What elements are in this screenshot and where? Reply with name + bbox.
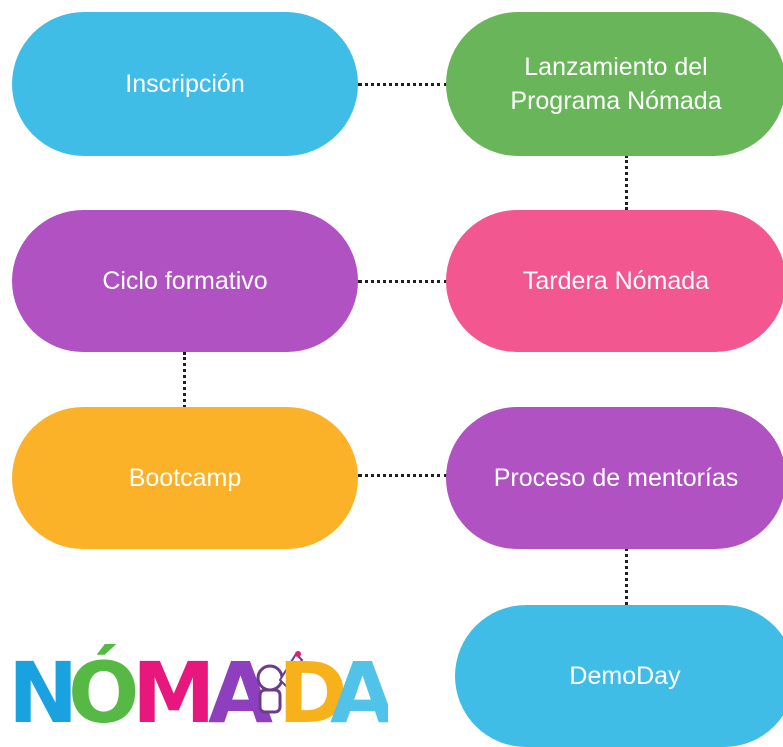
node-lanzamiento-line1: Lanzamiento del	[524, 53, 708, 81]
connector-mentorias-demoday	[625, 548, 628, 605]
node-tardera-label: Tardera Nómada	[522, 267, 710, 295]
node-lanzamiento-line2: Programa Nómada	[510, 87, 722, 115]
connector-lanzamiento-tardera	[625, 155, 628, 210]
node-bootcamp: Bootcamp	[12, 407, 358, 549]
node-inscripcion: Inscripción	[12, 12, 358, 156]
node-ciclo-label: Ciclo formativo	[102, 267, 268, 295]
logo-letter-d: D	[278, 644, 348, 730]
astronaut-icon	[256, 651, 304, 714]
logo-letter-n: N	[8, 644, 78, 730]
node-inscripcion-label: Inscripción	[125, 70, 245, 98]
node-tardera-nomada: Tardera Nómada	[446, 210, 783, 352]
node-lanzamiento: Lanzamiento del Programa Nómada	[446, 12, 783, 156]
logo-letter-a2: A	[330, 644, 388, 730]
logo-letter-o: Ó	[68, 644, 139, 730]
node-mentorias-label: Proceso de mentorías	[493, 464, 739, 492]
logo-letter-m: M	[132, 644, 216, 730]
node-demoday: DemoDay	[455, 605, 783, 747]
connector-ciclo-bootcamp	[183, 352, 186, 408]
node-demoday-label: DemoDay	[569, 662, 681, 690]
node-bootcamp-label: Bootcamp	[128, 464, 242, 492]
nomada-logo: N Ó M A D A	[8, 644, 388, 730]
connector-inscripcion-lanzamiento	[358, 83, 448, 86]
node-ciclo-formativo: Ciclo formativo	[12, 210, 358, 352]
connector-bootcamp-mentorias	[358, 474, 448, 477]
connector-ciclo-tardera	[358, 280, 448, 283]
node-proceso-mentorias: Proceso de mentorías	[446, 407, 783, 549]
